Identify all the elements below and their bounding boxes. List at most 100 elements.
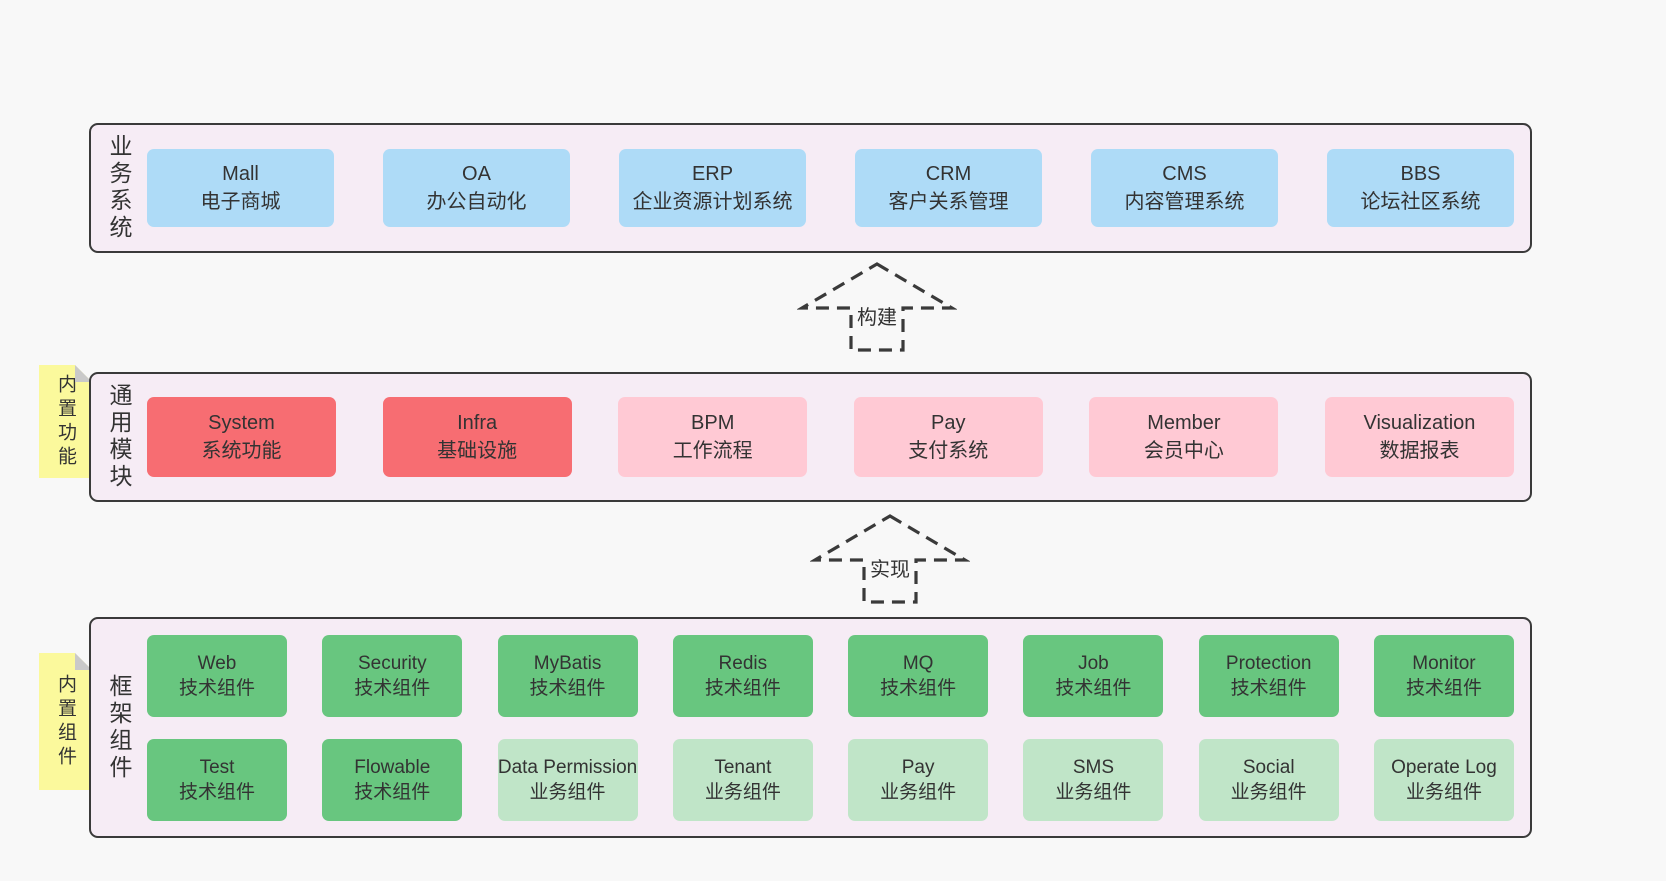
box-title: Test: [199, 756, 235, 778]
box-title: Pay: [931, 412, 966, 434]
arrow-implement-icon: 实现: [810, 512, 970, 606]
box-job: Job 技术组件: [1023, 634, 1164, 717]
box-title: Security: [357, 652, 427, 674]
note-label: 内置组件: [55, 673, 76, 770]
box-subtitle: 会员中心: [1143, 440, 1224, 462]
box-bpm: BPM 工作流程: [618, 397, 808, 477]
box-title: ERP: [691, 163, 734, 185]
box-operate-log: Operate Log 业务组件: [1373, 738, 1514, 821]
arrow-build-icon: 构建: [797, 260, 957, 354]
box-subtitle: 技术组件: [178, 677, 255, 699]
box-subtitle: 业务组件: [704, 781, 781, 803]
box-member: Member 会员中心: [1089, 397, 1279, 477]
box-redis: Redis 技术组件: [672, 634, 813, 717]
box-social: Social 业务组件: [1198, 738, 1339, 821]
box-title: System: [208, 412, 275, 434]
box-title: Pay: [901, 756, 935, 778]
box-mybatis: MyBatis 技术组件: [497, 634, 638, 717]
box-subtitle: 技术组件: [354, 781, 431, 803]
box-title: Protection: [1225, 652, 1312, 674]
dashed-up-arrow-icon: [797, 262, 957, 352]
box-title: Redis: [718, 652, 768, 674]
layer-label: 业务系统: [106, 134, 132, 242]
sticky-note-builtin-features: 内置功能: [39, 365, 92, 478]
box-subtitle: 业务组件: [1405, 781, 1482, 803]
sticky-note-builtin-components: 内置组件: [39, 653, 92, 790]
note-label: 内置功能: [55, 373, 76, 470]
box-tenant: Tenant 业务组件: [672, 738, 813, 821]
box-title: Tenant: [714, 756, 772, 778]
box-subtitle: 技术组件: [529, 677, 606, 699]
box-subtitle: 技术组件: [704, 677, 781, 699]
box-subtitle: 数据报表: [1379, 440, 1460, 462]
box-title: Mall: [222, 163, 259, 185]
box-title: OA: [462, 163, 491, 185]
box-subtitle: 支付系统: [908, 440, 989, 462]
box-infra: Infra 基础设施: [382, 397, 572, 477]
box-title: MQ: [902, 652, 934, 674]
layer-business-systems: 业务系统 Mall 电子商城 OA 办公自动化 ERP 企业资源计划系统 CRM 客户关系管理…: [89, 123, 1532, 253]
box-subtitle: 业务组件: [1230, 781, 1307, 803]
box-title: Data Permission: [497, 756, 638, 778]
box-subtitle: 基础设施: [437, 440, 518, 462]
box-title: Job: [1078, 652, 1109, 674]
box-subtitle: 办公自动化: [426, 191, 527, 213]
box-row: Mall 电子商城 OA 办公自动化 ERP 企业资源计划系统 CRM 客户关系管理 CMS 内容…: [147, 149, 1514, 227]
box-oa: OA 办公自动化: [383, 149, 570, 227]
box-subtitle: 技术组件: [178, 781, 255, 803]
box-subtitle: 业务组件: [529, 781, 606, 803]
box-cms: CMS 内容管理系统: [1091, 149, 1278, 227]
box-subtitle: 内容管理系统: [1124, 191, 1245, 213]
box-title: Member: [1147, 412, 1221, 434]
box-subtitle: 技术组件: [1405, 677, 1482, 699]
box-subtitle: 企业资源计划系统: [632, 191, 793, 213]
box-erp: ERP 企业资源计划系统: [619, 149, 806, 227]
box-pay: Pay 业务组件: [848, 738, 989, 821]
box-title: CRM: [925, 163, 972, 185]
arrow-label: 构建: [854, 301, 900, 330]
box-crm: CRM 客户关系管理: [855, 149, 1042, 227]
box-mall: Mall 电子商城: [147, 149, 334, 227]
box-subtitle: 业务组件: [1055, 781, 1132, 803]
box-row: System 系统功能 Infra 基础设施 BPM 工作流程 Pay 支付系统 Member 会…: [147, 397, 1514, 477]
box-subtitle: 电子商城: [200, 191, 281, 213]
box-title: BBS: [1400, 163, 1441, 185]
box-data-permission: Data Permission 业务组件: [497, 738, 638, 821]
box-title: Operate Log: [1391, 756, 1497, 778]
box-mq: MQ 技术组件: [848, 634, 989, 717]
box-security: Security 技术组件: [322, 634, 463, 717]
box-subtitle: 工作流程: [672, 440, 753, 462]
box-visualization: Visualization 数据报表: [1324, 397, 1514, 477]
box-subtitle: 系统功能: [201, 440, 282, 462]
box-subtitle: 技术组件: [880, 677, 957, 699]
box-title: MyBatis: [533, 652, 602, 674]
dashed-up-arrow-icon: [810, 514, 970, 604]
box-subtitle: 技术组件: [354, 677, 431, 699]
box-subtitle: 论坛社区系统: [1360, 191, 1481, 213]
box-subtitle: 技术组件: [1230, 677, 1307, 699]
box-title: SMS: [1072, 756, 1114, 778]
box-title: Monitor: [1412, 652, 1476, 674]
box-pay: Pay 支付系统: [853, 397, 1043, 477]
arrow-label: 实现: [867, 553, 913, 582]
box-system: System 系统功能: [147, 397, 336, 477]
box-title: Infra: [457, 412, 498, 434]
box-title: BPM: [691, 412, 735, 434]
box-subtitle: 客户关系管理: [888, 191, 1009, 213]
box-title: Flowable: [354, 756, 431, 778]
box-title: Visualization: [1363, 412, 1476, 434]
layer-label: 框架组件: [106, 673, 132, 782]
box-monitor: Monitor 技术组件: [1373, 634, 1514, 717]
box-subtitle: 业务组件: [880, 781, 957, 803]
box-title: Social: [1242, 756, 1295, 778]
box-subtitle: 技术组件: [1055, 677, 1132, 699]
box-title: CMS: [1162, 163, 1207, 185]
box-sms: SMS 业务组件: [1023, 738, 1164, 821]
box-flowable: Flowable 技术组件: [322, 738, 463, 821]
box-test: Test 技术组件: [147, 738, 287, 821]
